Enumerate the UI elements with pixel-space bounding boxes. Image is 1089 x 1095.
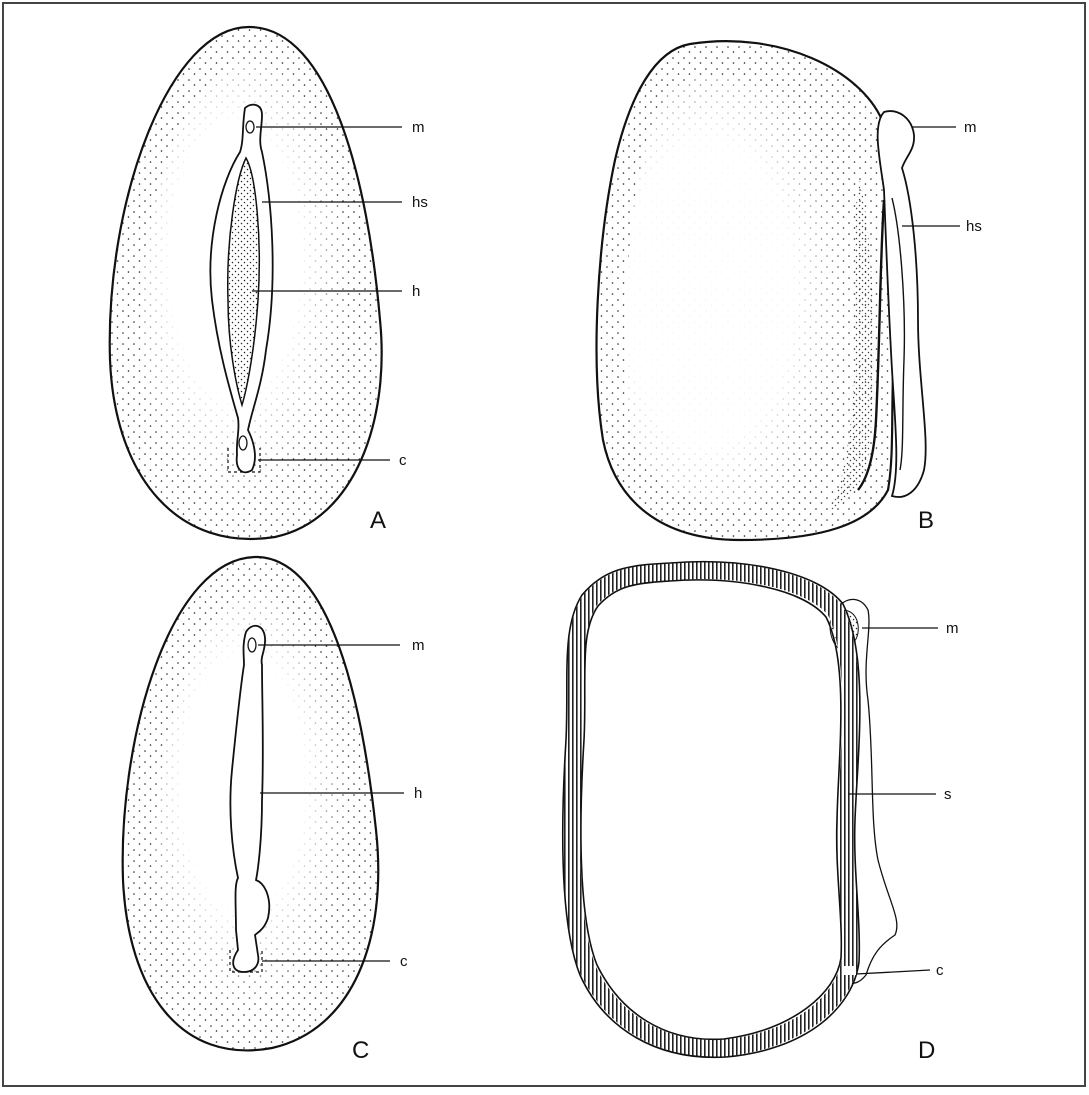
panel-c: m h c C xyxy=(123,557,425,1064)
label-d-m: m xyxy=(946,620,959,637)
label-a-h: h xyxy=(412,283,420,300)
label-a-c: c xyxy=(399,452,407,469)
label-c-c: c xyxy=(400,953,408,970)
label-b-hs: hs xyxy=(966,218,982,235)
label-c-m: m xyxy=(412,637,425,654)
label-a-hs: hs xyxy=(412,194,428,211)
label-a-m: m xyxy=(412,119,425,136)
panel-letter-d: D xyxy=(918,1037,935,1064)
panel-a: m hs h c A xyxy=(110,27,428,539)
label-b-m: m xyxy=(964,119,977,136)
panel-letter-a: A xyxy=(370,507,386,534)
testa-ring-d xyxy=(572,571,851,1049)
label-d-c: c xyxy=(936,962,944,979)
panel-b: m hs B xyxy=(597,41,982,540)
panel-d: m s c D xyxy=(563,562,959,1064)
panel-letter-b: B xyxy=(918,507,934,534)
panel-letter-c: C xyxy=(352,1037,369,1064)
label-c-h: h xyxy=(414,785,422,802)
label-d-s: s xyxy=(944,786,952,803)
